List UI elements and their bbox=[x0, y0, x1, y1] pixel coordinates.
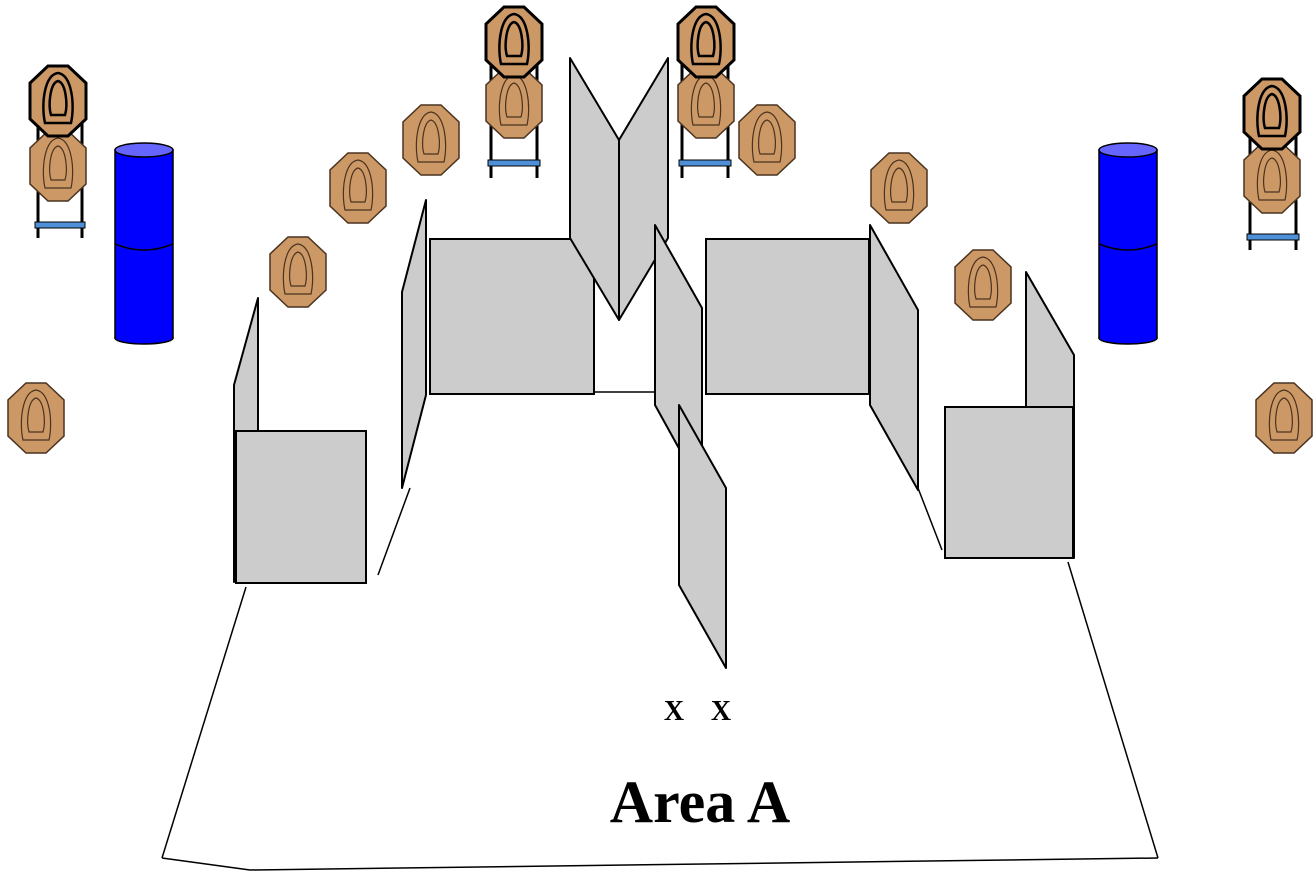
center-front-wing bbox=[678, 404, 727, 669]
target-stand-icon bbox=[484, 5, 544, 178]
octagon-target-icon bbox=[1255, 382, 1313, 454]
center-right-wall-panel bbox=[705, 238, 870, 395]
start-marker: X bbox=[711, 696, 731, 727]
right-inner-wing bbox=[869, 224, 919, 491]
octagon-target-icon bbox=[7, 382, 65, 454]
barrel-icon bbox=[114, 142, 174, 345]
left-wall-panel bbox=[235, 430, 367, 584]
octagon-target-icon bbox=[402, 104, 460, 176]
target-stand-icon bbox=[28, 64, 88, 238]
target-stand-icon bbox=[1242, 77, 1302, 250]
barrel-icon bbox=[1098, 142, 1158, 345]
octagon-target-icon bbox=[269, 236, 327, 308]
target-stand-icon bbox=[676, 5, 736, 178]
center-left-wall-panel bbox=[429, 238, 595, 395]
right-wall-panel bbox=[944, 406, 1074, 559]
area-boundary bbox=[161, 391, 1159, 871]
octagon-target-icon bbox=[870, 152, 928, 224]
octagon-target-icon bbox=[329, 152, 387, 224]
octagon-target-icon bbox=[738, 104, 796, 176]
start-marker: X bbox=[664, 696, 684, 727]
left-inner-wing bbox=[401, 199, 427, 489]
octagon-target-icon bbox=[954, 249, 1012, 321]
area-label: Area A bbox=[610, 769, 791, 835]
